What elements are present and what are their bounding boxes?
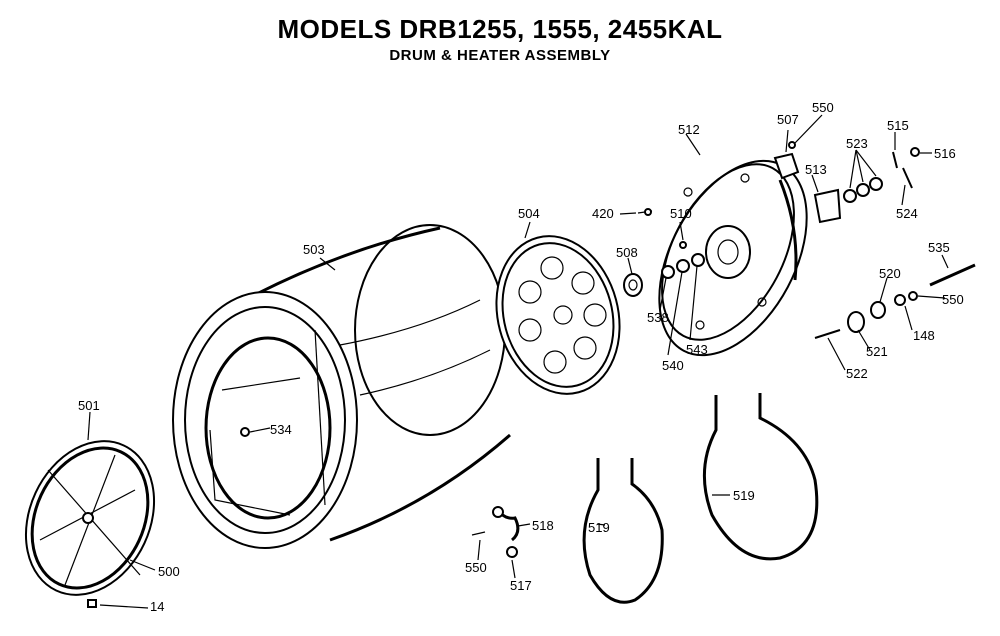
label-520: 520	[879, 266, 901, 281]
page-title: MODELS DRB1255, 1555, 2455KAL	[277, 14, 723, 44]
label-420: 420	[592, 206, 614, 221]
label-518: 518	[532, 518, 554, 533]
label-504: 504	[518, 206, 540, 221]
label-543: 543	[686, 342, 708, 357]
label-515: 515	[887, 118, 909, 133]
label-538: 538	[647, 310, 669, 325]
label-524: 524	[896, 206, 918, 221]
label-519-small: 519	[588, 520, 610, 535]
label-510: 510	[670, 206, 692, 221]
heater-coil-small-519	[582, 458, 664, 604]
label-508: 508	[616, 245, 638, 260]
label-14: 14	[150, 599, 164, 614]
baffle-504	[495, 235, 621, 395]
leader-lines	[87, 114, 949, 609]
label-523: 523	[846, 136, 868, 151]
shaft-parts	[623, 208, 705, 297]
label-148: 148	[913, 328, 935, 343]
label-507: 507	[777, 112, 799, 127]
label-550-top: 550	[812, 100, 834, 115]
label-521: 521	[866, 344, 888, 359]
label-500: 500	[158, 564, 180, 579]
drum-front-501	[24, 440, 156, 596]
label-503: 503	[303, 242, 325, 257]
label-550-right: 550	[942, 292, 964, 307]
label-512: 512	[678, 122, 700, 137]
label-540: 540	[662, 358, 684, 373]
label-517: 517	[510, 578, 532, 593]
label-501: 501	[78, 398, 100, 413]
page-subtitle: DRUM & HEATER ASSEMBLY	[389, 47, 611, 64]
label-535: 535	[928, 240, 950, 255]
drum-503	[172, 224, 511, 549]
label-534: 534	[270, 422, 292, 437]
heater-parts	[773, 141, 976, 339]
label-516: 516	[934, 146, 956, 161]
label-550-bottom: 550	[465, 560, 487, 575]
label-522: 522	[846, 366, 868, 381]
heater-coil-large-519	[702, 393, 819, 561]
bottom-parts	[87, 427, 520, 608]
label-519-large: 519	[733, 488, 755, 503]
label-513: 513	[805, 162, 827, 177]
